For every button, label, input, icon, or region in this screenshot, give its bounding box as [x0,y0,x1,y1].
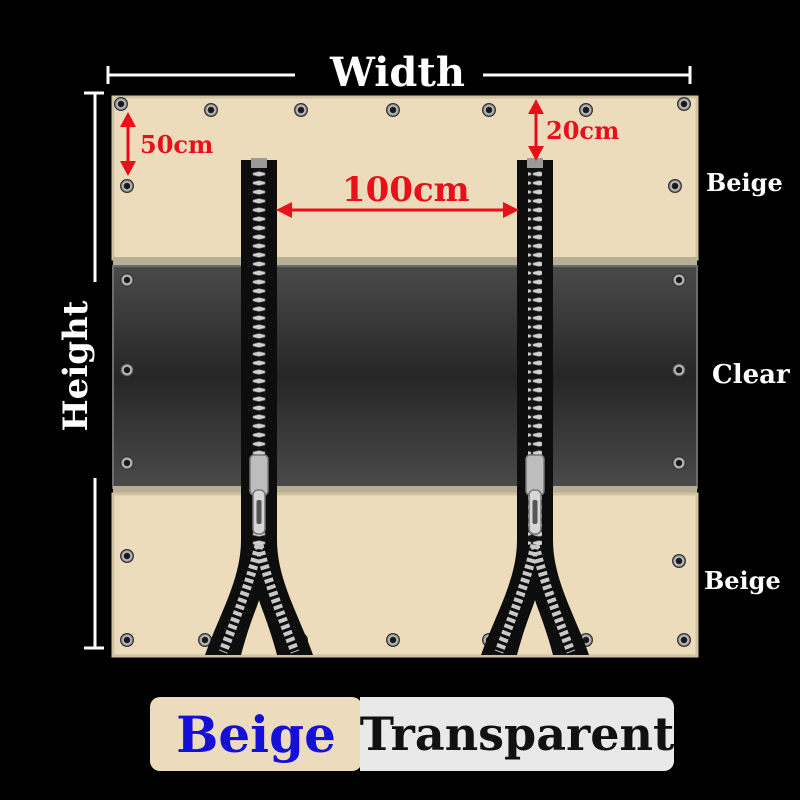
beige-panel-top [111,95,699,261]
panel-bottom-label: Beige [704,566,781,595]
grommet-icon [672,554,686,568]
grommet-icon [204,103,218,117]
zipper-group [205,158,589,655]
grommet-icon [386,633,400,647]
arrow-20cm-head-top [528,99,544,114]
grommet-icon [668,179,682,193]
beige-panel-bottom [111,492,699,658]
grommet-icon [120,363,134,377]
clear-panel [112,265,698,489]
seam-top [113,257,697,266]
grommet-icon [579,103,593,117]
zipper-slider-icon [249,454,269,535]
grommet-icon [120,633,134,647]
tarp-panels [111,95,699,658]
grommet-icon [482,103,496,117]
grommet-group [114,97,691,647]
red-dimension-arrows [120,99,544,218]
grommet-icon [294,103,308,117]
dimension-guides [84,66,692,650]
swatch-beige: Beige [150,697,362,771]
grommet-icon [120,179,134,193]
grommet-icon [120,456,134,470]
arrow-50cm-head-bottom [120,161,136,176]
arrow-50cm-head-top [120,112,136,127]
zipper-top-offset-label: 20cm [546,116,620,145]
height-label: Height [56,300,96,432]
grommet-icon [672,456,686,470]
arrow-100cm-head-right [503,202,519,218]
seam-bottom [113,486,697,495]
swatch-transparent: Transparent [360,697,674,771]
grommet-icon [672,273,686,287]
arrow-100cm-head-left [276,202,292,218]
arrow-20cm-head-bottom [528,146,544,161]
panel-top-label: Beige [706,168,783,197]
zipper-slider-icon [525,454,545,535]
zipper-icon [481,158,589,655]
grommet-icon [120,273,134,287]
eyelet-distance-label: 50cm [140,130,214,159]
zipper-spacing-label: 100cm [342,170,470,210]
width-label: Width [330,49,465,96]
grommet-icon [672,363,686,377]
grommet-icon [386,103,400,117]
panel-middle-label: Clear [712,360,790,390]
grommet-icon [677,633,691,647]
grommet-icon [114,97,128,111]
grommet-icon [677,97,691,111]
grommet-icon [120,549,134,563]
zipper-icon [205,158,313,655]
